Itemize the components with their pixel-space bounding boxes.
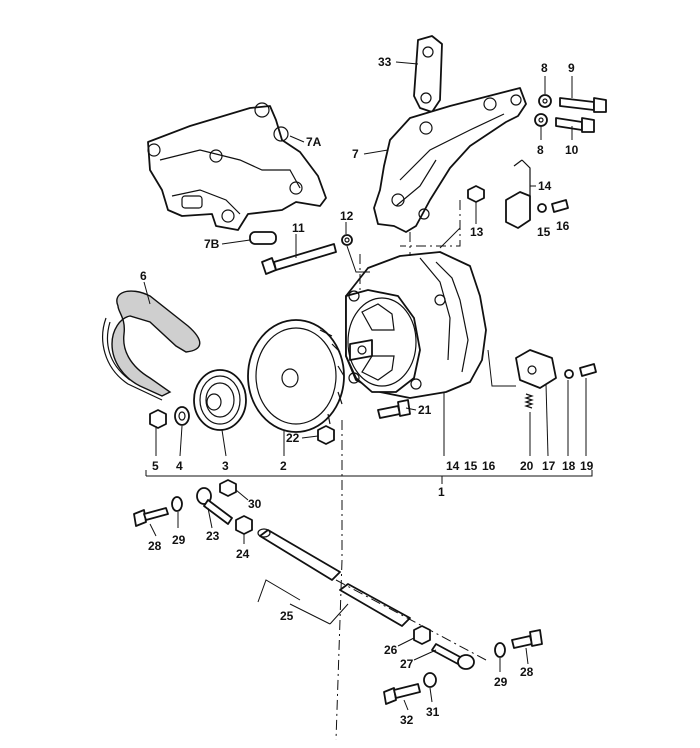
- label-30: 30: [248, 497, 262, 511]
- leader-lines: [143, 61, 593, 711]
- label-10: 10: [565, 143, 579, 157]
- label-11: 11: [292, 221, 305, 235]
- part-16-screw-upper: [551, 199, 569, 213]
- label-9: 9: [568, 61, 575, 75]
- label-31: 31: [426, 705, 440, 719]
- part-7b-dowel-sleeve: [249, 231, 277, 245]
- part-7-alternator-carrier: [373, 87, 527, 233]
- label-20: 20: [520, 459, 534, 473]
- part-4-washer: [174, 406, 190, 426]
- label-5: 5: [152, 459, 159, 473]
- part-24-nut: [235, 515, 253, 535]
- label-19: 19: [580, 459, 594, 473]
- label-28-right: 28: [520, 665, 534, 679]
- label-15-upper: 15: [537, 225, 551, 239]
- part-33-bracket-plate: [413, 35, 443, 113]
- label-28-left: 28: [148, 539, 162, 553]
- part-23-eye-bolt: [196, 487, 233, 525]
- label-7b: 7B: [204, 237, 220, 251]
- part-22-nut: [317, 425, 335, 445]
- part-3-pulley: [193, 369, 247, 431]
- label-1: 1: [438, 485, 445, 499]
- part-8-washer-lower: [534, 113, 548, 127]
- part-32-bolt: [383, 683, 421, 705]
- label-12: 12: [340, 209, 354, 223]
- label-15-lower: 15: [464, 459, 478, 473]
- label-16-lower: 16: [482, 459, 496, 473]
- part-17-regulator: [515, 349, 557, 389]
- part-14-connector: [505, 159, 531, 229]
- label-8-upper: 8: [541, 61, 548, 75]
- label-32: 32: [400, 713, 414, 727]
- assembly-center-lines: [335, 200, 487, 741]
- part-7a-mounting-bracket: [147, 102, 327, 231]
- part-9-bolt: [559, 97, 607, 113]
- part-12-washer: [341, 234, 353, 246]
- label-26: 26: [384, 643, 398, 657]
- label-4: 4: [176, 459, 183, 473]
- part-11-long-bolt: [261, 243, 337, 275]
- part-19-screw: [579, 363, 597, 377]
- label-7a: 7A: [306, 135, 322, 149]
- part-21-bolt: [377, 399, 411, 419]
- label-13: 13: [470, 225, 484, 239]
- part-27-eye-bolt: [431, 643, 475, 670]
- label-27: 27: [400, 657, 414, 671]
- label-29-right: 29: [494, 675, 508, 689]
- label-17: 17: [542, 459, 556, 473]
- label-14-upper: 14: [538, 179, 552, 193]
- part-28-bolt-left: [133, 507, 169, 527]
- part-20-brush-spring: [524, 393, 534, 409]
- part-5-nut: [149, 409, 167, 429]
- label-22: 22: [286, 431, 300, 445]
- part-31-washer: [423, 672, 437, 688]
- label-6: 6: [140, 269, 147, 283]
- label-25: 25: [280, 609, 294, 623]
- part-15-washer-upper: [537, 203, 547, 213]
- label-8-lower: 8: [537, 143, 544, 157]
- part-29-washer-left: [171, 496, 183, 512]
- part-26-nut: [413, 625, 431, 645]
- label-23: 23: [206, 529, 220, 543]
- label-33: 33: [378, 55, 392, 69]
- part-10-bolt: [555, 117, 595, 133]
- part-8-washer-upper: [538, 94, 552, 108]
- part-25-adjusting-sleeve: [257, 528, 411, 627]
- label-29-left: 29: [172, 533, 186, 547]
- reference-labels: 33 8 9 8 10 7A 7 14 12 13 15 16 7B 11 6 …: [140, 55, 594, 727]
- part-6-v-belt: [102, 290, 201, 401]
- label-3: 3: [222, 459, 229, 473]
- part-28-bolt-right: [511, 629, 543, 649]
- label-2: 2: [280, 459, 287, 473]
- label-24: 24: [236, 547, 250, 561]
- label-14-lower: 14: [446, 459, 460, 473]
- label-7: 7: [352, 147, 359, 161]
- label-18: 18: [562, 459, 576, 473]
- part-18-washer: [564, 369, 574, 379]
- part-30-nut: [219, 479, 237, 497]
- part-1-alternator: [345, 251, 487, 399]
- label-21: 21: [418, 403, 432, 417]
- part-2-fan: [247, 319, 345, 433]
- part-29-washer-right: [494, 642, 506, 658]
- part-13-nut: [467, 185, 485, 203]
- label-16-upper: 16: [556, 219, 570, 233]
